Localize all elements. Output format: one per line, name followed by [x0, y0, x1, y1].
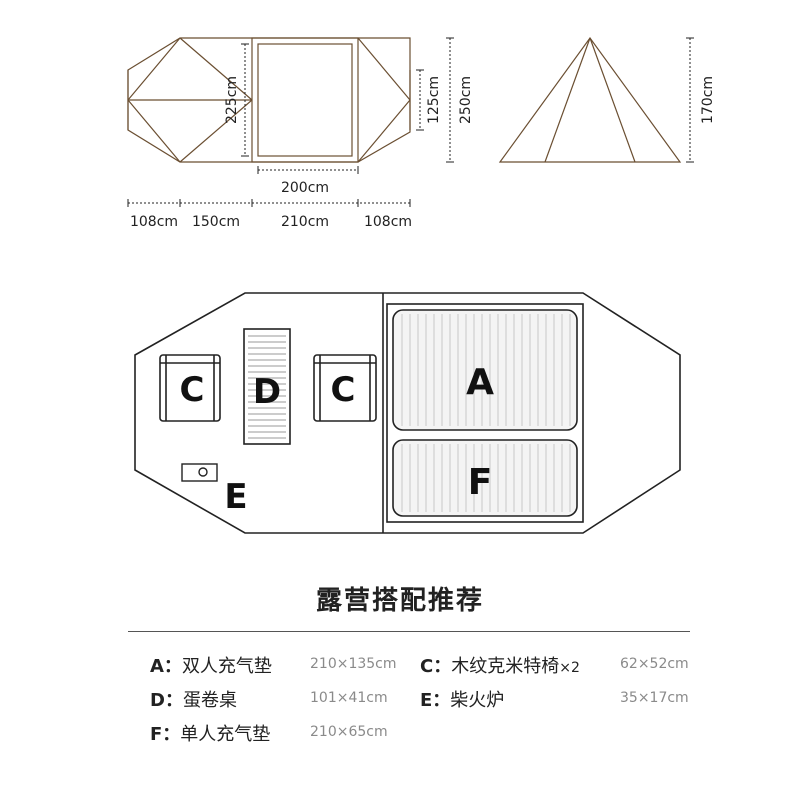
item-d-key: D：	[150, 690, 183, 711]
label-f: F	[468, 462, 493, 503]
dim-seg2: 150cm	[192, 214, 240, 230]
dim-side-height: 125cm	[426, 76, 442, 124]
dim-inner-height: 225cm	[224, 76, 240, 124]
stove-e	[181, 463, 218, 482]
item-e-name: 柴火炉	[450, 690, 505, 711]
page-title: 露营搭配推荐	[315, 586, 484, 616]
dim-seg4: 108cm	[364, 214, 412, 230]
item-c-size: 62×52cm	[620, 656, 689, 672]
divider	[128, 631, 690, 632]
chair-right	[313, 354, 377, 422]
item-c-mult: ×2	[559, 660, 580, 676]
dim-seg3: 210cm	[281, 214, 329, 230]
item-f-name: 单人充气垫	[180, 724, 271, 745]
item-c-key: C：	[420, 656, 452, 677]
tent-top-view	[127, 37, 411, 163]
item-e: E：柴火炉	[420, 686, 504, 712]
item-d: D：蛋卷桌	[150, 686, 237, 712]
tent-floor-plan	[134, 292, 681, 534]
item-a: A：双人充气垫	[150, 652, 272, 678]
item-e-size: 35×17cm	[620, 690, 689, 706]
item-f: F：单人充气垫	[150, 720, 270, 746]
item-f-key: F：	[150, 724, 181, 745]
item-c: C：木纹克米特椅×2	[420, 652, 580, 678]
item-a-name: 双人充气垫	[181, 656, 272, 677]
tent-side-view	[498, 36, 682, 163]
label-a: A	[466, 362, 494, 403]
item-f-size: 210×65cm	[310, 724, 388, 740]
item-a-key: A：	[150, 656, 182, 677]
label-c-left: C	[180, 370, 205, 410]
dim-inner-width: 200cm	[281, 180, 329, 196]
table-d	[243, 328, 291, 445]
item-c-name: 木纹克米特椅	[451, 656, 560, 677]
mattress-a	[392, 309, 578, 431]
mattress-f	[392, 439, 578, 517]
dimension-lines	[127, 37, 694, 207]
label-e: E	[224, 477, 247, 517]
dim-side-view-height: 170cm	[700, 76, 716, 124]
item-e-key: E：	[420, 690, 451, 711]
item-d-size: 101×41cm	[310, 690, 388, 706]
item-d-name: 蛋卷桌	[182, 690, 237, 711]
label-c-right: C	[331, 370, 356, 410]
dim-outer-height: 250cm	[458, 76, 474, 124]
chair-left	[159, 354, 221, 422]
item-a-size: 210×135cm	[310, 656, 397, 672]
dim-seg1: 108cm	[130, 214, 178, 230]
label-d: D	[253, 372, 281, 412]
